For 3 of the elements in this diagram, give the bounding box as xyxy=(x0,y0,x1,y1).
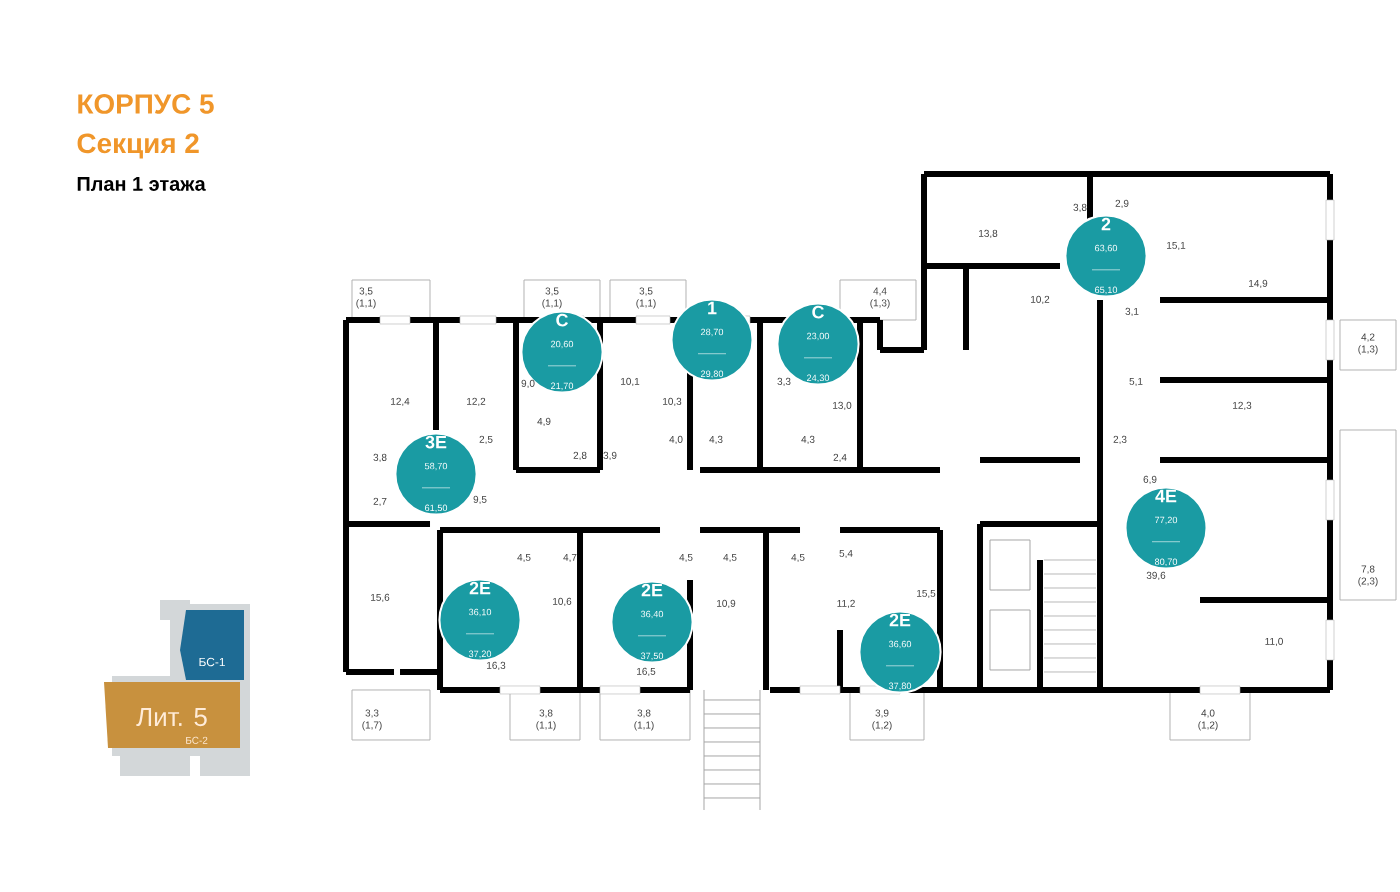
subtitle: Секция 2 xyxy=(77,133,199,159)
subtitle: План 1 этажа xyxy=(77,177,206,191)
title: КОРПУС 5 xyxy=(78,94,214,114)
